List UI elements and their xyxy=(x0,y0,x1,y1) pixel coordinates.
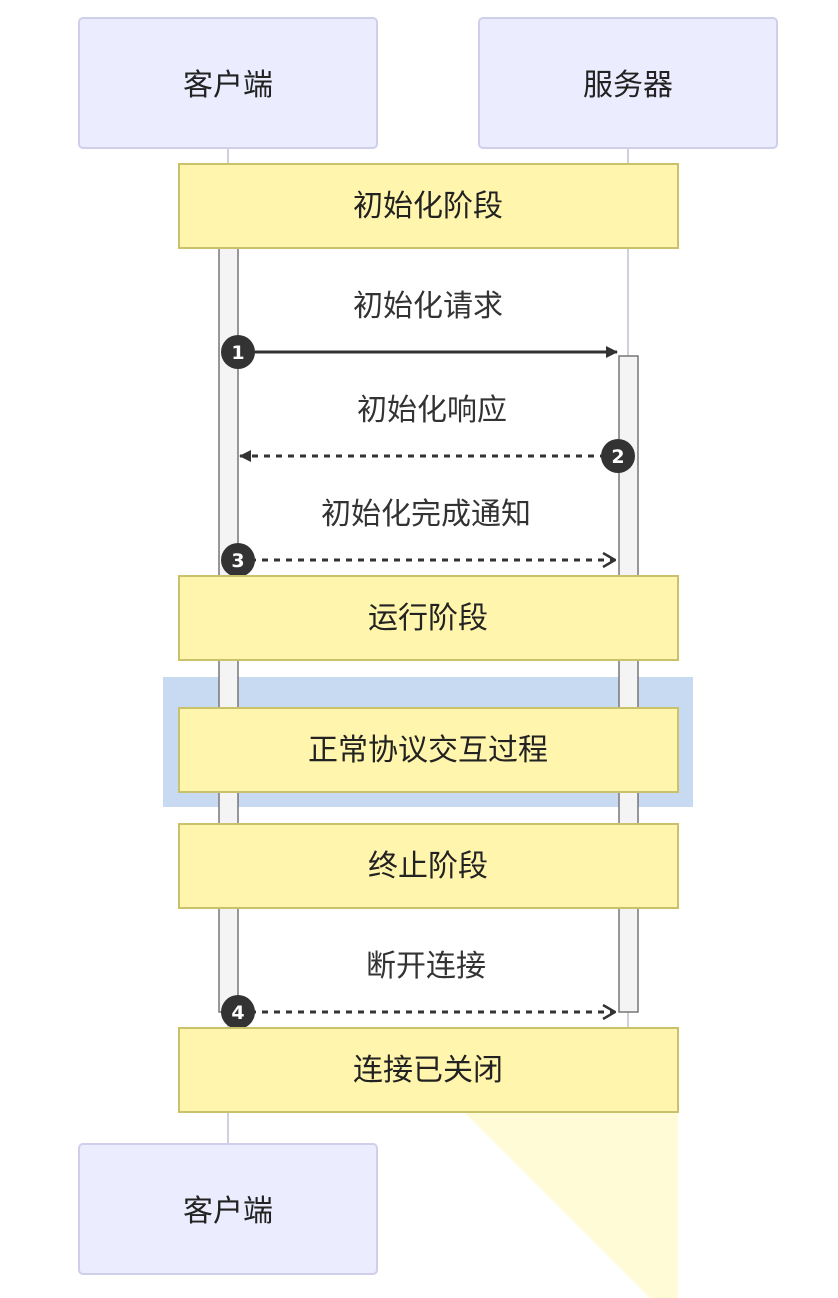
message-3-label: 初始化完成通知 xyxy=(321,497,531,532)
actor-server-top-label: 服务器 xyxy=(583,68,673,103)
note-run-phase: 运行阶段 xyxy=(178,575,679,661)
note-normal-interaction-label: 正常协议交互过程 xyxy=(308,733,548,768)
note-terminate-phase: 终止阶段 xyxy=(178,823,679,909)
actor-client-bottom-label: 客户端 xyxy=(183,1194,273,1229)
message-3-number: 3 xyxy=(231,550,244,572)
message-2-label: 初始化响应 xyxy=(357,393,507,428)
note-init-phase-label: 初始化阶段 xyxy=(353,189,503,224)
message-3-badge: 3 xyxy=(221,543,255,577)
note-normal-interaction: 正常协议交互过程 xyxy=(178,707,679,793)
actor-client-top: 客户端 xyxy=(78,17,378,149)
actor-server-top: 服务器 xyxy=(478,17,778,149)
message-1-number: 1 xyxy=(231,342,244,364)
note-connection-closed: 连接已关闭 xyxy=(178,1027,679,1298)
actor-client-bottom: 客户端 xyxy=(78,1143,378,1275)
message-1-label: 初始化请求 xyxy=(353,289,503,324)
message-2-number: 2 xyxy=(611,446,624,468)
note-terminate-phase-label: 终止阶段 xyxy=(368,849,488,884)
message-4-badge: 4 xyxy=(221,995,255,1029)
message-4-number: 4 xyxy=(231,1002,244,1024)
note-connection-closed-fold xyxy=(462,1110,678,1298)
note-run-phase-label: 运行阶段 xyxy=(368,601,488,636)
note-init-phase: 初始化阶段 xyxy=(178,163,679,249)
note-connection-closed-label: 连接已关闭 xyxy=(353,1053,503,1088)
message-1-badge: 1 xyxy=(221,335,255,369)
message-2-badge: 2 xyxy=(601,439,635,473)
message-4-label: 断开连接 xyxy=(366,949,486,984)
actor-client-top-label: 客户端 xyxy=(183,68,273,103)
